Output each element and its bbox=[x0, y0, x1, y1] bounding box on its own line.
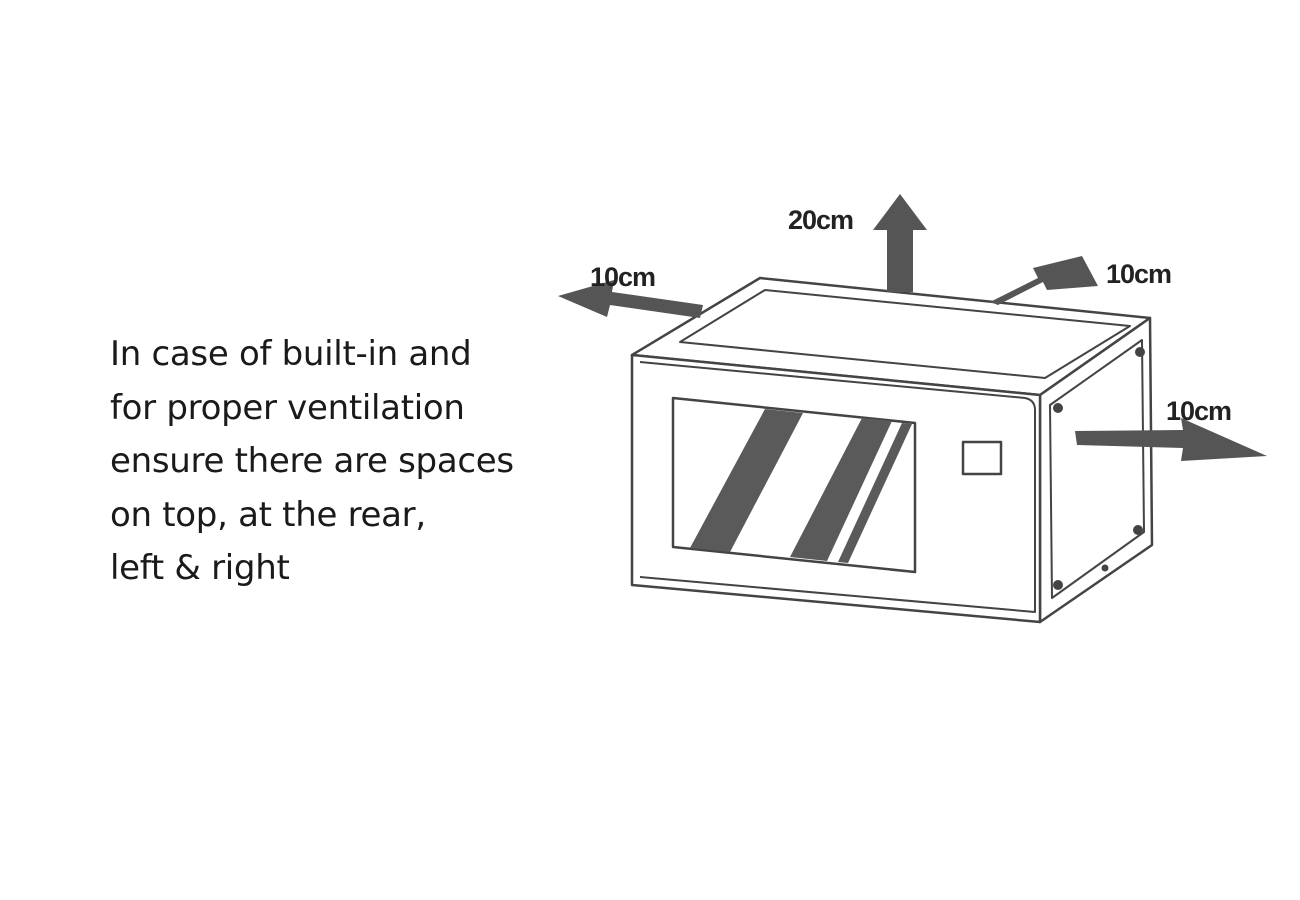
screw-icon bbox=[1135, 347, 1145, 357]
arrow-left-icon bbox=[558, 280, 703, 318]
microwave-side-panel bbox=[1049, 339, 1145, 599]
screw-icon bbox=[1053, 580, 1063, 590]
right-clearance-label: 10cm bbox=[1166, 396, 1231, 426]
screw-icon bbox=[1053, 403, 1063, 413]
instruction-line: on top, at the rear, bbox=[110, 494, 426, 535]
instruction-line: In case of built-in and bbox=[110, 334, 472, 374]
arrow-right-icon bbox=[1075, 418, 1267, 461]
screw-icon bbox=[1101, 564, 1109, 572]
microwave-illustration bbox=[630, 276, 1154, 624]
instruction-line: left & right bbox=[110, 548, 290, 588]
left-clearance-label: 10cm bbox=[590, 262, 655, 292]
screw-icon bbox=[1133, 525, 1143, 535]
control-panel-display bbox=[961, 440, 1003, 476]
window-reflection bbox=[690, 409, 912, 563]
microwave-top-inset bbox=[679, 289, 1131, 379]
microwave-front-rim bbox=[639, 361, 1036, 613]
instruction-line: for proper ventilation bbox=[110, 387, 465, 428]
top-clearance-label: 20cm bbox=[788, 205, 853, 235]
arrow-rear-icon bbox=[990, 256, 1098, 305]
arrow-up-icon bbox=[873, 194, 927, 292]
rear-clearance-label: 10cm bbox=[1106, 259, 1171, 289]
microwave-window bbox=[671, 396, 917, 574]
instruction-line: ensure there are spaces bbox=[110, 441, 514, 481]
clearance-arrows bbox=[558, 194, 1267, 461]
ventilation-instruction-text: In case of built-in and for proper venti… bbox=[110, 328, 550, 596]
